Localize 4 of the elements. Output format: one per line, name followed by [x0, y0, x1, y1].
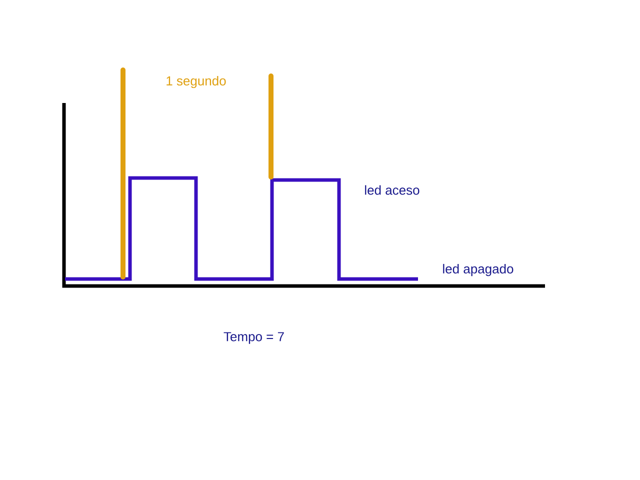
time-label: Tempo = 7: [224, 332, 284, 344]
state-label: led aceso: [365, 185, 420, 195]
state-label: led apagado: [443, 264, 514, 276]
marker-label: 1 segundo: [166, 76, 226, 88]
